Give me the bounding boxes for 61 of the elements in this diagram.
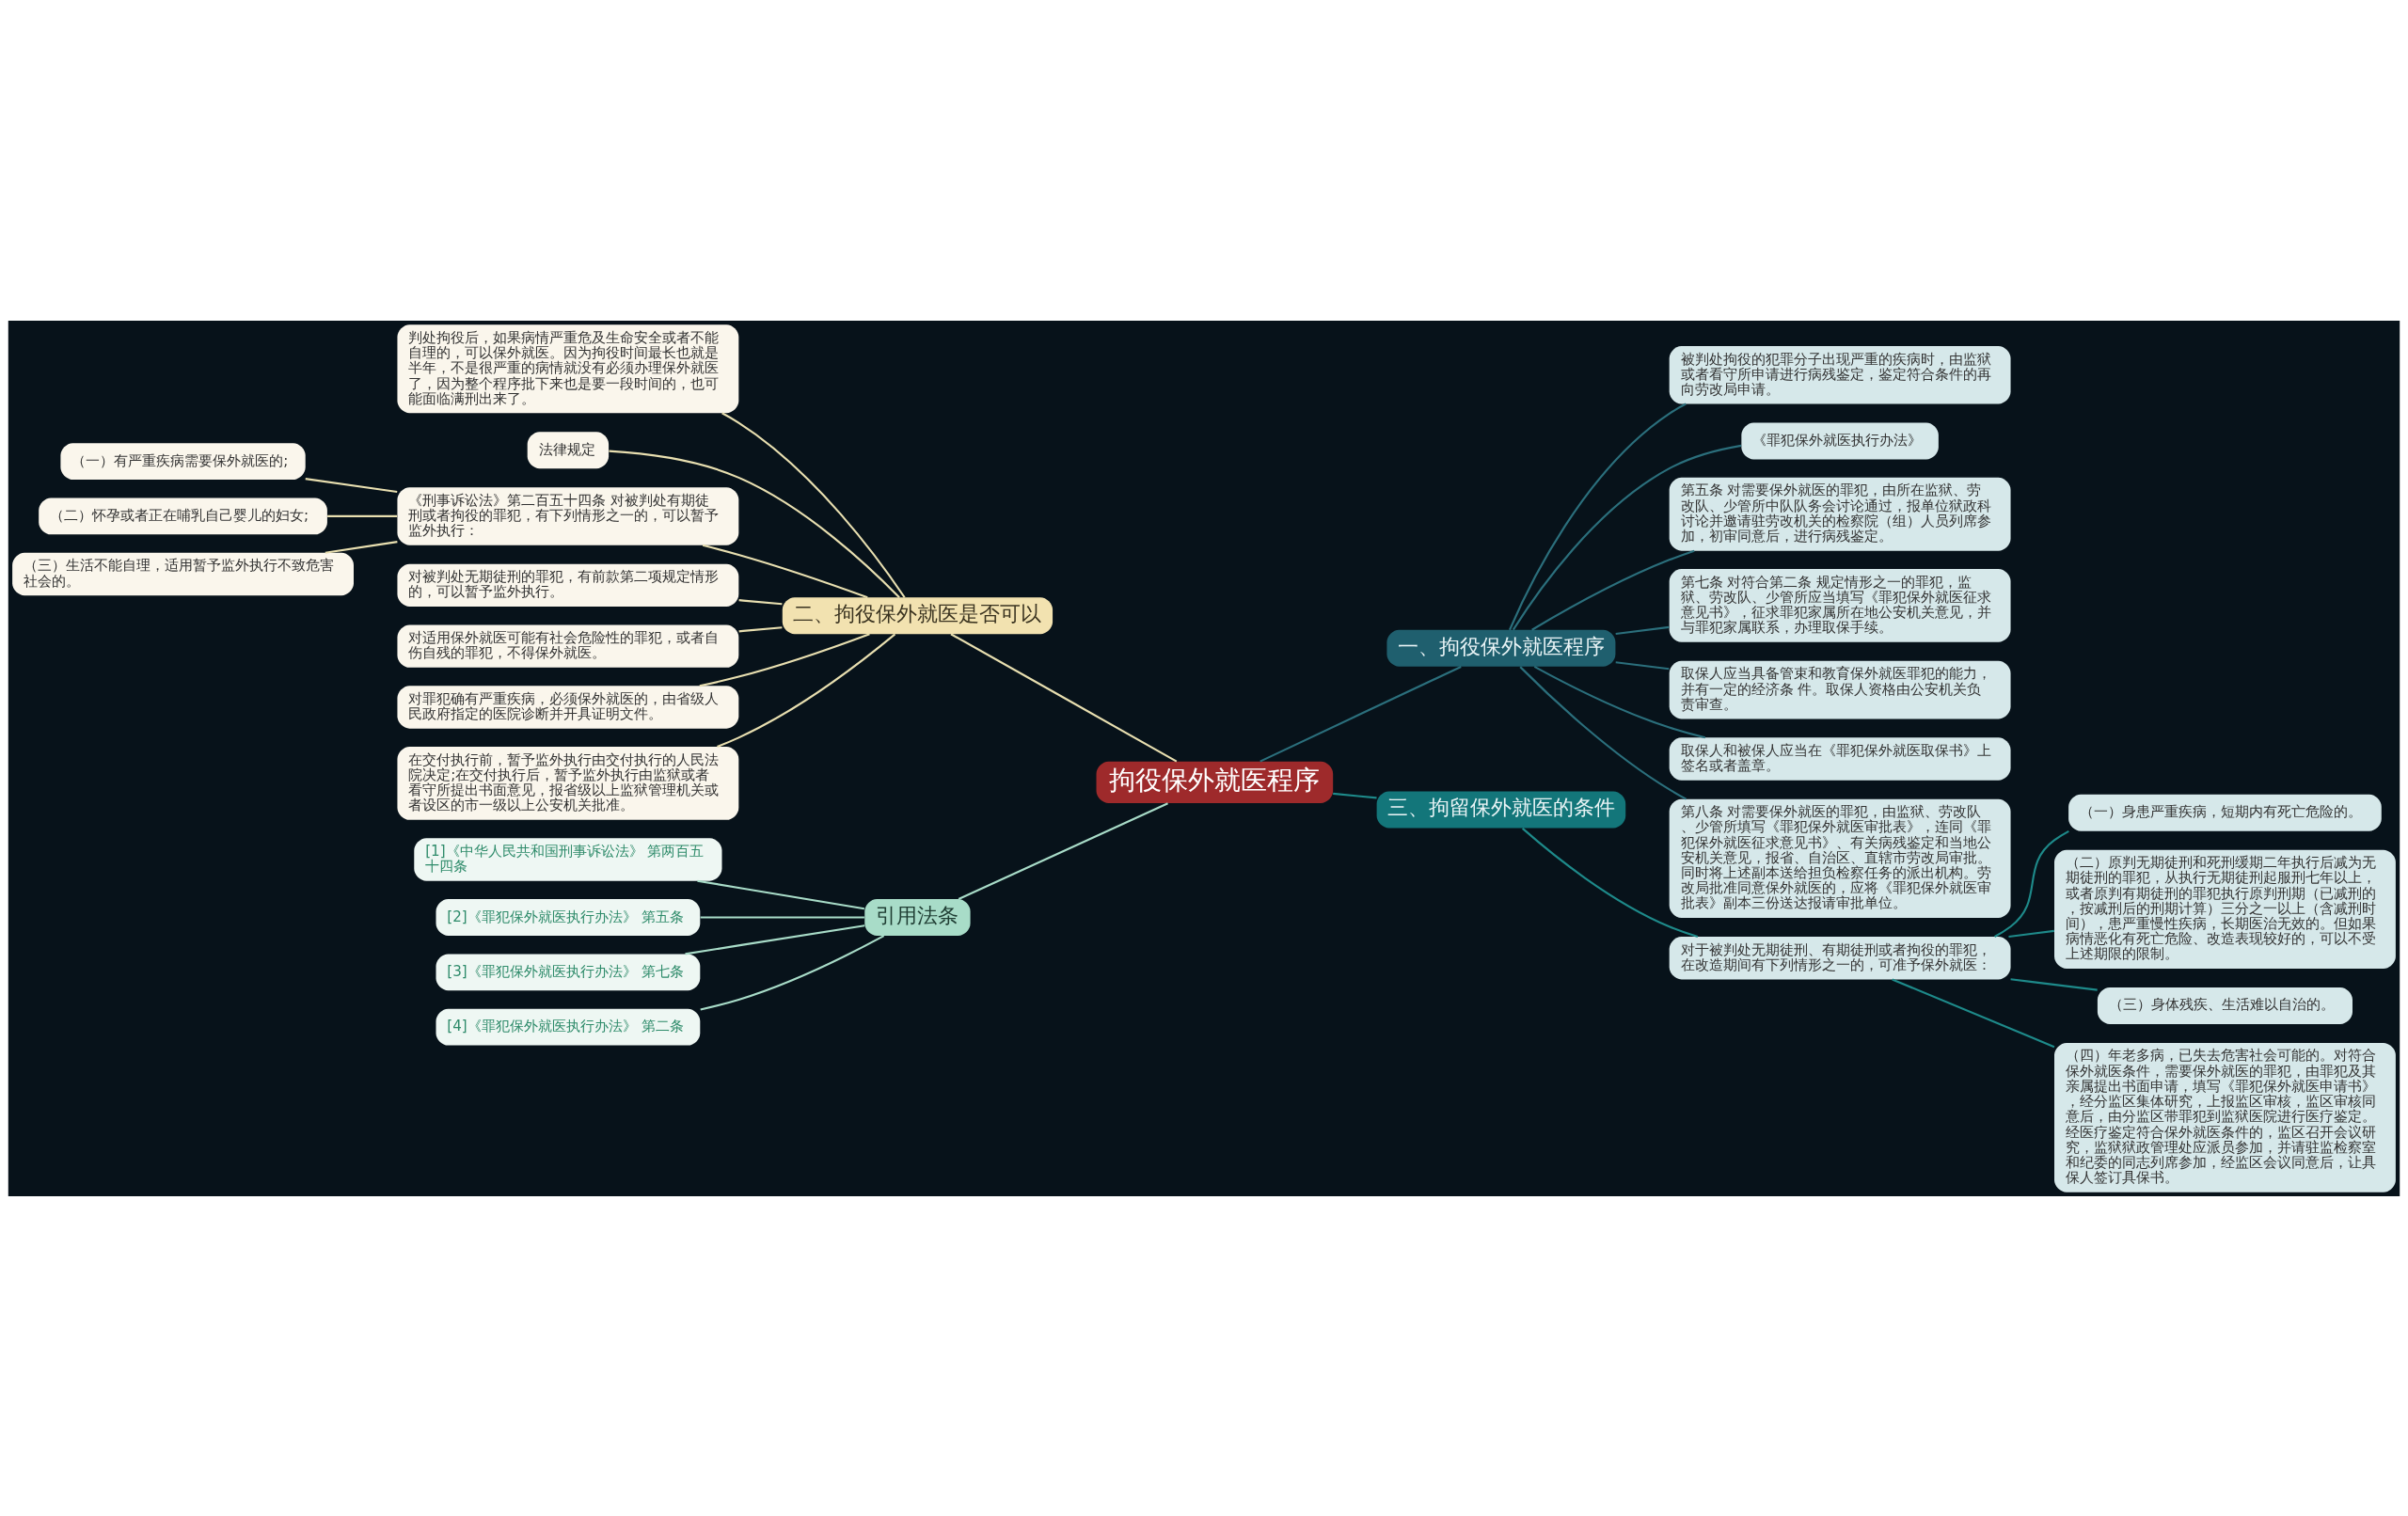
connector <box>702 544 868 598</box>
connector <box>2008 929 2054 938</box>
connector <box>1615 660 1670 670</box>
node-box: [4]《罪犯保外就医执行办法》 第二条 <box>436 1008 701 1046</box>
connector <box>700 915 864 919</box>
node-box: 对罪犯确有严重疾病，必须保外就医的，由省级人民政府指定的医院诊断并开具证明文件。 <box>397 685 739 729</box>
connector <box>1509 403 1687 630</box>
node-box: [3]《罪犯保外就医执行办法》 第七条 <box>436 953 701 990</box>
node-box: 对适用保外就医可能有社会危险性的罪犯，或者自伤自残的罪犯，不得保外就医。 <box>397 624 739 668</box>
node-box: 《刑事诉讼法》第二百五十四条 对被判处有期徒刑或者拘役的罪犯，有下列情形之一的，可以暂予监外执行： <box>397 486 739 545</box>
node-box: （四）年老多病，已失去危害社会可能的。对符合保外就医条件，需要保外就医的罪犯，由罪犯及其亲属提出书面申请，填写《罪犯保外就医申请书》，经分监区集体研究，上报监区审核，监区审核同意后，由分监区带罪犯到监狱医院进行医疗鉴定。经医疗鉴定符合保外就医条件的，监区召开会议研究，监狱狱政管理处应派员参加，并请驻监检察室和纪委的同志列席参加，经监区会议同意后，让具保人签订具保书。 <box>2054 1042 2396 1192</box>
connector <box>1892 977 2055 1048</box>
connector <box>1519 665 1687 800</box>
node-box: （一）有严重疾病需要保外就医的; <box>60 442 306 480</box>
connector <box>738 598 783 605</box>
connector <box>717 632 896 748</box>
connector <box>699 632 870 687</box>
node-box: 二、拘役保外就医是否可以 <box>782 596 1054 634</box>
node-box: 一、拘役保外就医程序 <box>1386 629 1616 667</box>
node-box: 引用法条 <box>864 898 971 936</box>
connector <box>1259 665 1462 763</box>
node-box: （一）身患严重疾病，短期内有死亡危险的。 <box>2068 794 2382 831</box>
node-box: [1]《中华人民共和国刑事诉讼法》 第两百五十四条 <box>414 837 722 881</box>
connector <box>1994 829 2069 938</box>
node-box: 三、拘留保外就医的条件 <box>1376 791 1626 828</box>
node-box: （二）原判无期徒刑和死刑缓期二年执行后减为无期徒刑的罪犯，从执行无期徒刑起服刑七年以上，或者原判有期徒刑的罪犯执行原判刑期（已减刑的，按减刑后的刑期计算）三分之一以上（含减刑时间），患严重慢性疾病，长期医治无效的。但如果病情恶化有死亡危险、改造表现较好的，可以不受上述期限的限制。 <box>2054 849 2396 969</box>
node-box: 第五条 对需要保外就医的罪犯，由所在监狱、劳改队、少管所中队队务会讨论通过，报单位狱政科讨论并邀请驻劳改机关的检察院（组）人员列席参加，初审同意后，进行病残鉴定。 <box>1669 477 2011 551</box>
connector <box>1521 827 1699 938</box>
connector <box>305 477 398 493</box>
node-box: 取保人和被保人应当在《罪犯保外就医取保书》上签名或者盖章。 <box>1669 736 2011 781</box>
connector <box>685 924 865 955</box>
node-box: 第七条 对符合第二条 规定情形之一的罪犯，监狱、劳改队、少管所应当填写《罪犯保外就医征求意见书》，征求罪犯家属所在地公安机关意见，并与罪犯家属联系，办理取保手续。 <box>1669 568 2011 642</box>
connector <box>697 879 865 909</box>
node-box: 判处拘役后，如果病情严重危及生命安全或者不能自理的，可以保外就医。因为拘役时间最长也就是半年，不是很严重的病情就没有必须办理保外就医了，因为整个程序批下来也是要一段时间的，也可能面临满刑出来了。 <box>397 324 739 413</box>
connector <box>950 632 1178 763</box>
node-box: 取保人应当具备管束和教育保外就医罪犯的能力，并有一定的经济条 件。取保人资格由公安机关负责审查。 <box>1669 660 2011 719</box>
connector <box>1333 792 1377 798</box>
node-box: 对被判处无期徒刑的罪犯，有前款第二项规定情形的，可以暂予监外执行。 <box>397 563 739 607</box>
node-box: 《罪犯保外就医执行办法》 <box>1741 422 1939 459</box>
node-box: 第八条 对需要保外就医的罪犯，由监狱、劳改队、少管所填写《罪犯保外就医审批表》，连同《罪犯保外就医征求意见书》、有关病残鉴定和当地公安机关意见，报省、自治区、直辖市劳改局审批。同时将上述副本送给担负检察任务的派出机构。劳改局批准同意保外就医的，应将《罪犯保外就医审批表》副本三份送达报请审批单位。 <box>1669 798 2011 918</box>
connector <box>738 625 783 632</box>
node-box: （二）怀孕或者正在哺乳自己婴儿的妇女; <box>39 497 327 534</box>
connector <box>700 934 885 1011</box>
connector <box>1531 549 1695 631</box>
node-box: 对于被判处无期徒刑、有期徒刑或者拘役的罪犯，在改造期间有下列情形之一的，可准予保外就医： <box>1669 936 2011 979</box>
node-box: 拘役保外就医程序 <box>1096 761 1334 803</box>
node-box: 被判处拘役的犯罪分子出现严重的疾病时，由监狱或者看守所申请进行病残鉴定，鉴定符合条件的再向劳改局申请。 <box>1669 345 2011 404</box>
connector <box>2010 977 2098 991</box>
node-box: [2]《罪犯保外就医执行办法》 第五条 <box>436 898 701 936</box>
connector <box>721 411 906 598</box>
connector <box>958 801 1168 900</box>
connector <box>1615 625 1670 635</box>
connector <box>1512 444 1742 630</box>
node-box: 在交付执行前，暂予监外执行由交付执行的人民法院决定;在交付执行后，暂予监外执行由监狱或者看守所提出书面意见，报省级以上监狱管理机关或者设区的市一级以上公安机关批准。 <box>397 746 739 820</box>
connector <box>325 540 398 554</box>
connector <box>1533 665 1706 738</box>
node-box: 法律规定 <box>527 431 610 468</box>
connector <box>327 514 398 517</box>
node-box: （三）生活不能自理，适用暂予监外执行不致危害社会的。 <box>12 552 354 595</box>
node-box: （三）身体残疾、生活难以自治的。 <box>2097 987 2353 1024</box>
connector <box>609 450 900 598</box>
